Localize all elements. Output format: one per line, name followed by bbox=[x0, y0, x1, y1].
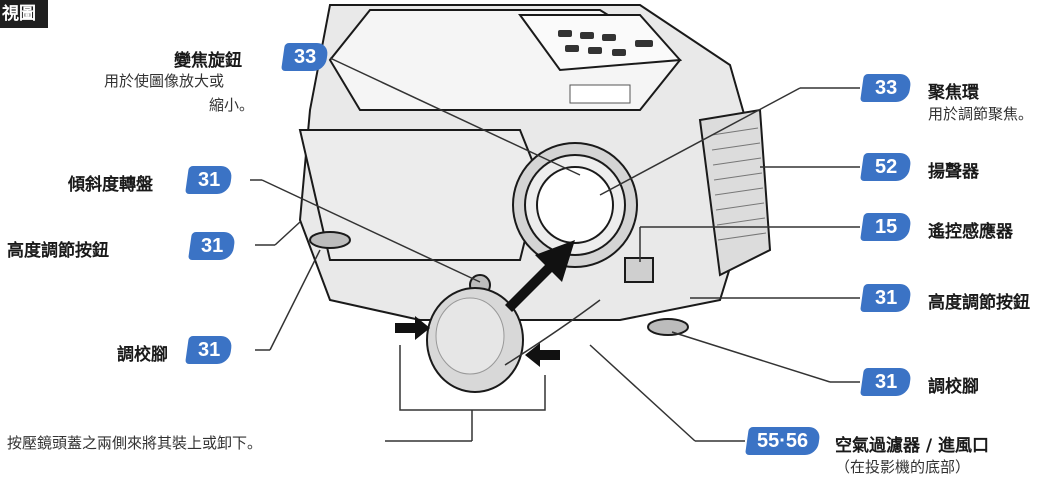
page-ref-badge: 31 bbox=[188, 232, 236, 260]
adjust-foot-right-label: 調校腳 bbox=[928, 377, 979, 397]
adjust-foot-left-label: 調校腳 bbox=[117, 345, 168, 365]
page-ref-badge: 31 bbox=[860, 284, 912, 312]
height-button-left-label: 高度調節按鈕 bbox=[7, 241, 109, 261]
speaker-label: 揚聲器 bbox=[928, 162, 979, 182]
page-ref-badge: 31 bbox=[185, 336, 233, 364]
focus-ring-desc: 用於調節聚焦。 bbox=[928, 105, 1034, 123]
projector-body bbox=[298, 4, 772, 336]
zoom-knob-desc: 縮小。 bbox=[209, 96, 255, 114]
page-ref-badge: 15 bbox=[860, 213, 912, 241]
press-arrow-right bbox=[525, 343, 560, 367]
focus-ring-label: 聚焦環 bbox=[928, 83, 979, 103]
tilt-dial-label: 傾斜度轉盤 bbox=[68, 175, 153, 195]
page-ref-badge: 31 bbox=[860, 368, 912, 396]
lens-cap-desc: 按壓鏡頭蓋之兩側來將其裝上或卸下。 bbox=[7, 434, 263, 452]
air-filter-label: 空氣過濾器 / 進風口 bbox=[835, 436, 990, 456]
remote-sensor-label: 遙控感應器 bbox=[928, 222, 1013, 242]
zoom-knob-desc: 用於使圖像放大或 bbox=[104, 72, 225, 90]
air-filter-desc: （在投影機的底部） bbox=[835, 458, 971, 476]
lens-cap-icon bbox=[426, 287, 601, 393]
page-ref-badge: 33 bbox=[860, 74, 912, 102]
height-button-right-label: 高度調節按鈕 bbox=[928, 293, 1030, 313]
arrow-icon bbox=[505, 240, 575, 312]
zoom-knob-label: 變焦旋鈕 bbox=[174, 51, 242, 71]
page-ref-badge: 31 bbox=[185, 166, 233, 194]
section-title: 視圖 bbox=[0, 0, 48, 28]
leader-lines bbox=[250, 57, 860, 442]
press-arrow-left bbox=[395, 316, 430, 340]
page-ref-badge: 52 bbox=[860, 153, 912, 181]
page-ref-badge: 33 bbox=[281, 43, 329, 71]
page-ref-badge: 55·56 bbox=[745, 427, 821, 455]
